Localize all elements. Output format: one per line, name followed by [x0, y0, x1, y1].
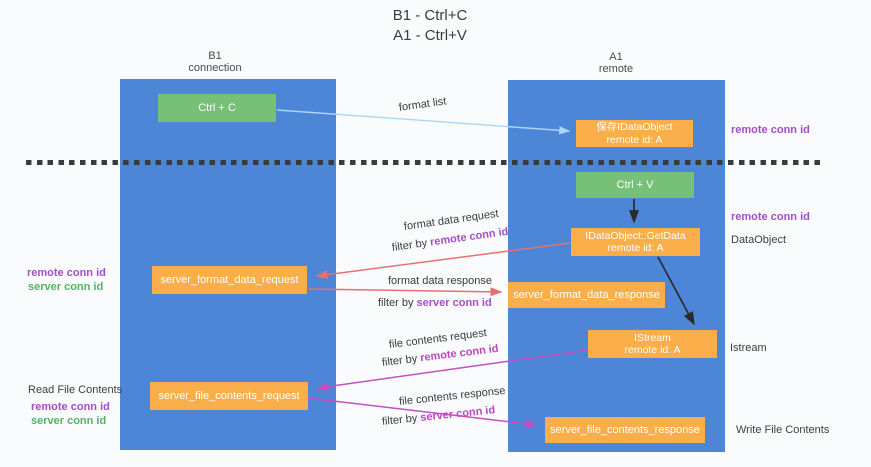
remote-conn-id-annotation-bottom-left: remote conn id — [31, 401, 110, 413]
filter-by-server-conn-id-label-1: filter by server conn id — [378, 297, 492, 309]
server-format-data-response-label: server_format_data_response — [513, 288, 660, 301]
remote-conn-id-annotation-mid-left: remote conn id — [27, 267, 106, 279]
left-column-name: B1 — [208, 50, 222, 62]
server-conn-id-highlight-1: server conn id — [416, 297, 492, 309]
ctrl-c-box: Ctrl + C — [158, 94, 276, 122]
write-file-contents-annotation: Write File Contents — [736, 424, 830, 436]
server-format-data-request-label: server_format_data_request — [160, 273, 299, 286]
read-file-contents-annotation: Read File Contents — [28, 384, 123, 396]
format-data-response-label: format data response — [388, 275, 492, 287]
server-conn-id-highlight-2: server conn id — [419, 404, 496, 424]
save-idataobject-box: 保存IDataObject remote id: A — [576, 120, 693, 147]
remote-conn-id-annotation-top-right: remote conn id — [731, 124, 810, 136]
right-column-subtitle: remote — [598, 63, 634, 75]
server-file-contents-request-box: server_file_contents_request — [150, 382, 308, 410]
remote-conn-id-annotation-mid-right: remote conn id — [731, 211, 810, 223]
filter-by-server-conn-id-label-2: filter by server conn id — [381, 404, 495, 428]
server-format-data-response-box: server_format_data_response — [508, 282, 665, 308]
filter-by-text-4: filter by — [381, 412, 421, 428]
title-line-2: A1 - Ctrl+V — [393, 27, 467, 44]
save-idataobject-remote-id: remote id: A — [606, 133, 663, 146]
server-file-contents-request-label: server_file_contents_request — [158, 389, 300, 402]
dataobject-annotation: DataObject — [731, 234, 787, 246]
filter-by-text-3: filter by — [381, 352, 421, 369]
format-list-label: format list — [398, 95, 448, 114]
title-line-1: B1 - Ctrl+C — [392, 7, 468, 24]
filter-by-text-2: filter by — [378, 297, 417, 309]
getdata-remote-id: remote id: A — [607, 242, 664, 254]
left-column-subtitle: connection — [188, 62, 242, 74]
right-column-name: A1 — [609, 51, 623, 63]
save-idataobject-label: 保存IDataObject — [596, 121, 673, 133]
server-file-contents-response-label: server_file_contents_response — [550, 423, 700, 436]
copy-paste-divider-dashed-line — [26, 160, 824, 165]
diagram-title: B1 - Ctrl+C A1 - Ctrl+V — [300, 6, 560, 46]
getdata-label: IDataObject::GetData — [585, 229, 686, 242]
ctrl-v-box: Ctrl + V — [576, 172, 694, 198]
remote-conn-id-highlight-1: remote conn id — [429, 225, 510, 249]
left-column-header: B1 connection — [155, 50, 275, 74]
format-data-response-arrow — [307, 287, 503, 297]
istream-box: IStream remote id: A — [588, 330, 717, 358]
ctrl-v-label: Ctrl + V — [616, 178, 654, 191]
idataobject-getdata-box: IDataObject::GetData remote id: A — [571, 228, 700, 256]
server-format-data-request-box: server_format_data_request — [152, 266, 307, 294]
server-conn-id-annotation-mid-left: server conn id — [28, 281, 104, 293]
server-file-contents-response-box: server_file_contents_response — [545, 417, 705, 443]
remote-conn-id-highlight-2: remote conn id — [419, 342, 500, 365]
filter-by-text-1: filter by — [391, 236, 431, 254]
ctrl-c-label: Ctrl + C — [198, 101, 236, 114]
server-conn-id-annotation-bottom-left: server conn id — [31, 415, 107, 427]
right-column-header: A1 remote — [556, 51, 676, 75]
istream-label: IStream — [634, 331, 671, 344]
istream-annotation: Istream — [730, 342, 767, 354]
istream-remote-id: remote id: A — [624, 344, 681, 356]
